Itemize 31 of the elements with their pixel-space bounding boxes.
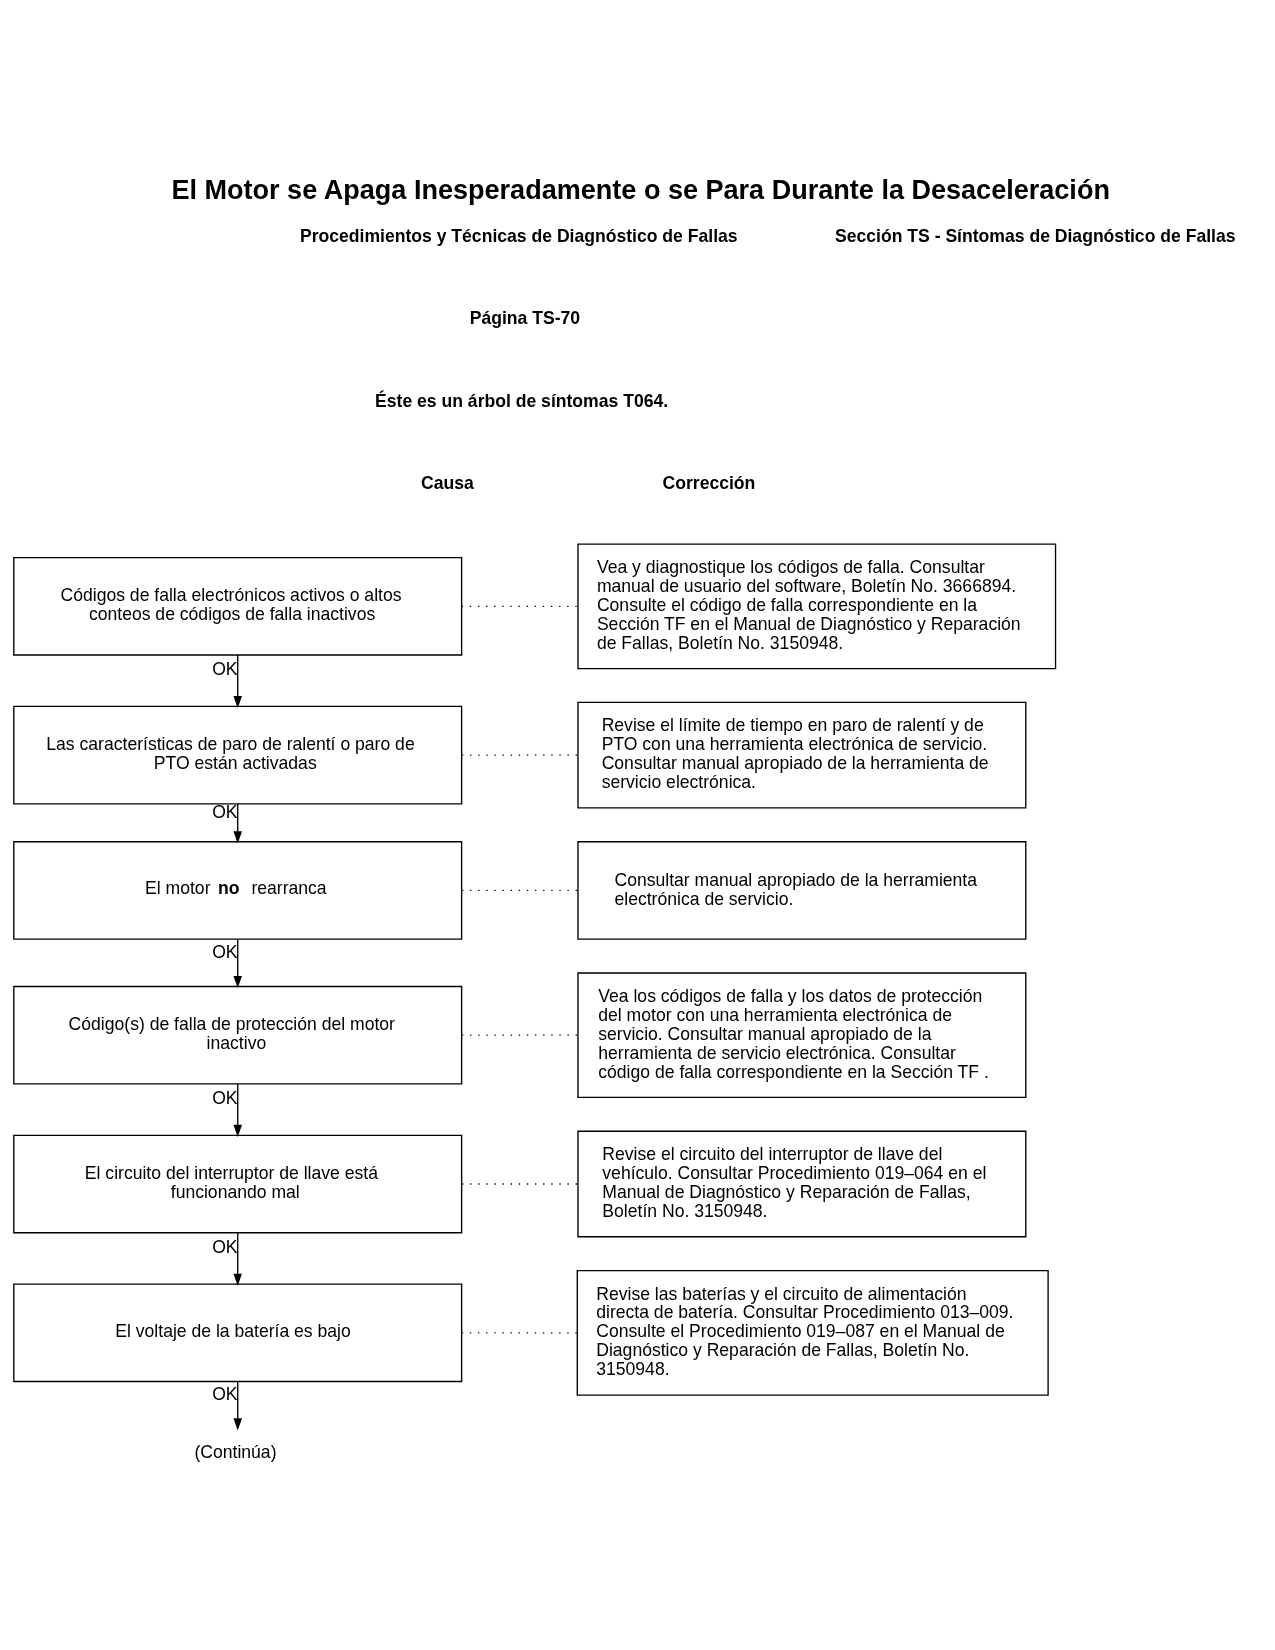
arrow	[233, 1231, 242, 1286]
node-box: El circuito del interruptor de llave está funcionando mal	[13, 1134, 463, 1233]
edge-label: OK	[212, 658, 238, 679]
node-box: Vea y diagnostique los códigos de falla. Consultar manual de usuario del software, Boletín No. 3666894. Consulte el código de falla correspondiente en la Sección TF en el Manual de Diagnóstico y Reparación de Fallas, Boletín No. 3150948.	[577, 542, 1057, 669]
node-text: (Continúa)	[194, 1441, 277, 1462]
edge-label: OK	[212, 1087, 238, 1108]
edge-label: OK	[212, 941, 238, 962]
edge-label: OK	[212, 1383, 238, 1404]
arrow	[233, 1082, 242, 1137]
node-box: Código(s) de falla de protección del motor inactivo	[13, 985, 463, 1085]
node-box: Consultar manual apropiado de la herramienta electrónica de servicio.	[577, 840, 1027, 940]
node-box: Las características de paro de ralentí o paro de PTO están activadas	[13, 705, 463, 805]
node-box: Revise las baterías y el circuito de alimentación directa de batería. Consultar Procedimiento 013–009. Consulte el Procedimiento 019–087 en el Manual de Diagnóstico y Reparación de Fallas, Boletín No. 3150948.	[576, 1269, 1049, 1396]
node-box: Revise el circuito del interruptor de llave del vehículo. Consultar Procedimiento 019–064 en el Manual de Diagnóstico y Reparación de Fallas, Boletín No. 3150948.	[577, 1130, 1027, 1237]
node-box: Vea los códigos de falla y los datos de protección del motor con una herramienta electrónica de servicio. Consultar manual apropiado de la herramienta de servicio electrónica. Consultar código de falla correspondiente en la Sección TF .	[577, 971, 1027, 1098]
arrow	[233, 802, 242, 844]
diagram-title: El Motor se Apaga Inesperadamente o se Para Durante la Desaceleración	[171, 174, 1110, 205]
label: Página TS-70	[469, 307, 581, 328]
arrow	[233, 1380, 242, 1430]
label: Procedimientos y Técnicas de Diagnóstico de Fallas	[299, 225, 738, 246]
node-box: El motor no rearranca	[13, 840, 463, 940]
label: Corrección	[662, 472, 756, 493]
edge-label: OK	[212, 1236, 238, 1257]
node-box: Revise el límite de tiempo en paro de ralentí y de PTO con una herramienta electrónica de servicio. Consultar manual apropiado de la herramienta de servicio electrónica.	[577, 701, 1027, 809]
label: Causa	[421, 472, 474, 493]
arrow	[233, 653, 242, 708]
label: Éste es un árbol de síntomas T064.	[375, 390, 669, 411]
node-box: El voltaje de la batería es bajo	[13, 1282, 463, 1382]
label: Sección TS - Síntomas de Diagnóstico de Fallas	[835, 225, 1236, 246]
arrow	[233, 938, 242, 988]
node-box: Códigos de falla electrónicos activos o altos conteos de códigos de falla inactivos	[13, 556, 463, 656]
